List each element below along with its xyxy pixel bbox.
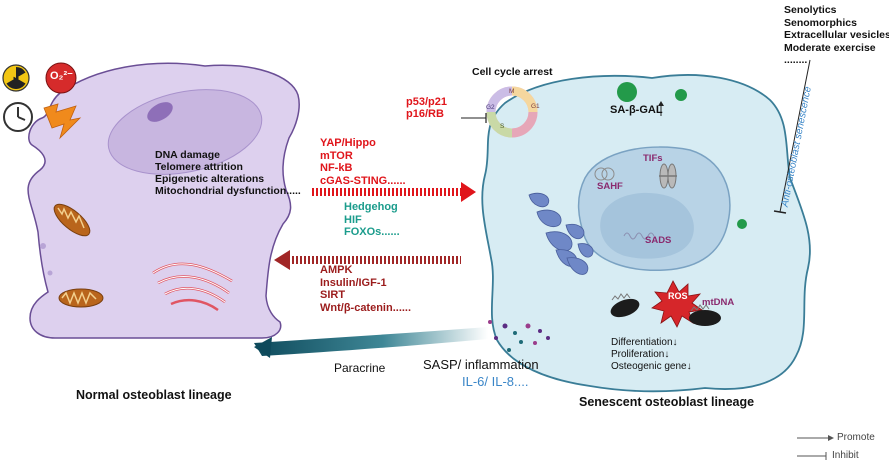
therapy-inhibit-bar [773, 210, 787, 214]
sahf-rings [594, 167, 615, 181]
cause-item: Telomere attrition [155, 161, 243, 173]
golgi-normal-inner [152, 263, 233, 303]
promote-arrow-head [461, 182, 476, 202]
cause-item: DNA damage [155, 149, 220, 161]
senescent-nucleolus [600, 192, 694, 259]
pathway-item: NF-kB [320, 162, 353, 174]
pathway-item: SIRT [320, 289, 346, 301]
pathway-item: FOXOs...... [344, 226, 400, 238]
therapy-item: Senomorphics [784, 16, 857, 29]
cell-cycle-title: Cell cycle arrest [472, 66, 553, 78]
tifs-chromosome [659, 163, 677, 189]
outcome-item: Proliferation↓ [611, 349, 670, 360]
phase-label-g2: G2 [486, 104, 495, 111]
sasp-label: SASP/ inflammation [423, 357, 539, 372]
sa-beta-gal-granule [737, 219, 747, 229]
sa-beta-gal-label: SA-β-GAL [610, 104, 663, 116]
legend-promote-label: Promote [837, 432, 875, 443]
legend-promote-arrowhead [828, 435, 834, 441]
therapy-item: Extracellular vesicles [784, 29, 889, 41]
outcome-item: Osteogenic gene↓ [611, 361, 692, 372]
normal-cell-title: Normal osteoblast lineage [76, 388, 232, 402]
sa-beta-gal-granule [617, 82, 637, 102]
therapy-inhibit-line [779, 59, 811, 213]
cell-cycle-inhibitors: p53/p21 p16/RB [406, 96, 447, 120]
legend-inhibit-label: Inhibit [832, 450, 859, 461]
senescence-outcomes: Differentiation↓ Proliferation↓ Osteogen… [611, 337, 692, 373]
sasp-particles [488, 320, 550, 352]
pathway-item: Hedgehog [344, 201, 398, 213]
pathway-item: cGAS-STING...... [320, 174, 406, 187]
inhibitor-item: p16/RB [406, 108, 444, 120]
normal-cell-nucleus [107, 89, 263, 175]
outcome-item: Differentiation↓ [611, 337, 678, 348]
ros-label: ROS [668, 291, 688, 301]
pathway-list-bidirectional: Hedgehog HIF FOXOs...... [344, 201, 400, 239]
phase-label-m: M [509, 88, 515, 95]
sasp-arrow [254, 327, 488, 356]
sahf-label: SAHF [597, 181, 623, 192]
promote-arrow-shaft [311, 188, 461, 196]
inhibitor-item: p53/p21 [406, 96, 447, 108]
sads-label: SADS [645, 235, 672, 246]
sa-beta-gal-granule [675, 89, 687, 101]
pathway-item: Wnt/β-catenin...... [320, 301, 412, 314]
paracrine-label: Paracrine [334, 361, 386, 375]
pathway-item: AMPK [320, 264, 353, 276]
senescent-cell-title: Senescent osteoblast lineage [579, 395, 755, 409]
therapy-item: Moderate exercise [784, 41, 876, 54]
mtdna-label: mtDNA [702, 297, 735, 308]
cell-cycle-ring [486, 86, 538, 138]
therapy-item: Senolytics [784, 4, 837, 16]
radiation-icon [2, 64, 30, 92]
tifs-label: TIFs [643, 153, 663, 164]
sasp-arrow-head [254, 337, 272, 358]
therapy-list: Senolytics Senomorphics Extracellular ve… [784, 4, 889, 67]
oxygen-radical-icon [45, 62, 77, 94]
pathway-list-reverse: AMPK Insulin/IGF-1 SIRT Wnt/β-catenin...… [320, 264, 411, 314]
cytokines-label: IL-6/ IL-8.... [462, 374, 529, 389]
senescence-causes: DNA damage Telomere attrition Epigenetic… [155, 149, 301, 197]
damaged-mitochondrion-2 [689, 304, 721, 326]
ros-burst [651, 280, 704, 328]
mitochondrion-normal-1 [53, 203, 91, 237]
cause-item: Mitochondrial dysfunction..... [155, 185, 301, 197]
vesicle [40, 243, 46, 249]
pathway-item: mTOR [320, 149, 353, 162]
pathway-list-promote: YAP/Hippo mTOR NF-kB cGAS-STING...... [320, 137, 406, 187]
phase-label-g1: G1 [531, 103, 540, 110]
er-senescent [528, 192, 594, 275]
clock-icon [3, 102, 33, 132]
reverse-arrow-shaft [290, 256, 461, 264]
pathway-item: Insulin/IGF-1 [320, 276, 387, 289]
cause-item: Epigenetic alterations [155, 173, 265, 185]
normal-cell-nucleolus [147, 102, 173, 122]
damaged-mitochondrion-1 [610, 293, 640, 318]
therapy-item: ........ [784, 54, 808, 66]
mitochondrion-normal-2 [58, 288, 104, 308]
vesicle [47, 270, 53, 276]
pathway-item: HIF [344, 213, 362, 226]
reverse-arrow-head [274, 250, 290, 270]
lightning-icon [43, 103, 82, 140]
sads-dna-squiggle [623, 232, 655, 240]
pathway-item: YAP/Hippo [320, 137, 376, 149]
phase-label-s: S [500, 123, 505, 130]
up-arrow-head [658, 101, 664, 106]
oxygen-radical-label: O₂²⁻ [50, 70, 73, 82]
